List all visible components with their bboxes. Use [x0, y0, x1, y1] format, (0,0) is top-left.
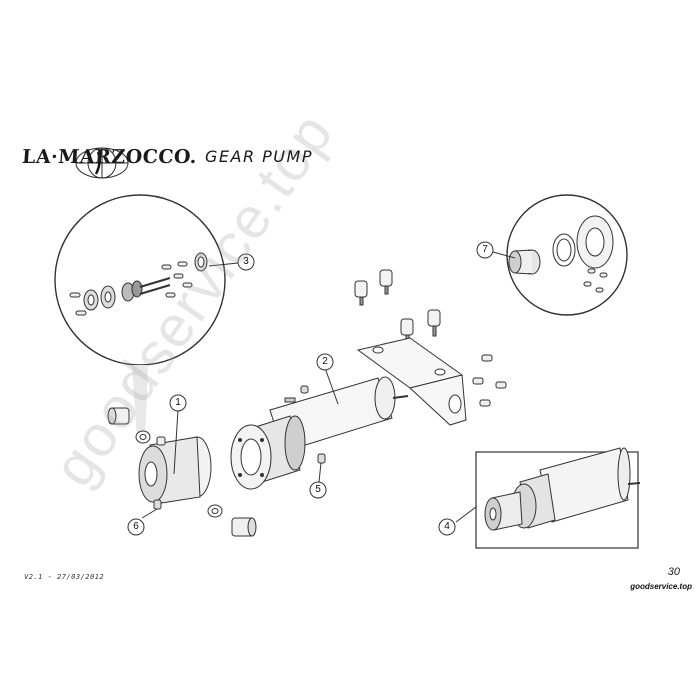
detail-circle-7 — [506, 194, 628, 316]
callout-5-leader — [318, 462, 322, 483]
detail-circle-3 — [54, 194, 226, 366]
page-title: GEAR PUMP — [205, 147, 313, 166]
callout-6-circle — [127, 518, 145, 536]
mounting-bracket — [356, 337, 467, 426]
outlet-fitting — [207, 504, 257, 537]
page-number: 30 — [667, 566, 680, 578]
callout-1-label: 1 — [175, 397, 181, 408]
screw-5 — [300, 385, 326, 464]
callout-5-label: 5 — [315, 484, 321, 495]
assembled-view-box — [475, 447, 641, 549]
bracket-screws — [472, 354, 507, 407]
callout-4-leader — [455, 506, 477, 523]
brand-logo-text: LA·MARZOCCO. — [21, 146, 198, 168]
screw-6 — [153, 499, 162, 510]
callout-6-label: 6 — [133, 521, 139, 532]
pump-body — [138, 436, 212, 505]
callout-1-circle — [169, 394, 187, 412]
callout-3-circle — [237, 253, 255, 271]
motor-assembly — [230, 376, 409, 490]
callout-5-circle — [309, 481, 327, 499]
inlet-fitting — [107, 407, 166, 446]
rubber-mounts — [354, 269, 441, 346]
callout-2-label: 2 — [322, 356, 328, 367]
callout-2-circle — [316, 353, 334, 371]
site-tag: goodservice.top — [630, 582, 692, 591]
callout-6-leader — [141, 508, 158, 519]
callout-7-label: 7 — [482, 244, 488, 255]
callout-1-leader — [173, 409, 179, 475]
callout-7-circle — [476, 241, 494, 259]
callout-4-circle — [438, 518, 456, 536]
callout-3-leader — [208, 262, 239, 267]
magnify-cone — [132, 365, 148, 440]
brand-globe-icon — [75, 147, 129, 179]
callout-7-leader — [492, 251, 516, 259]
callout-4-label: 4 — [444, 521, 450, 532]
version-label: V2.1 - 27/03/2012 — [24, 573, 105, 581]
callout-2-leader — [324, 367, 339, 405]
callout-3-label: 3 — [243, 256, 249, 267]
